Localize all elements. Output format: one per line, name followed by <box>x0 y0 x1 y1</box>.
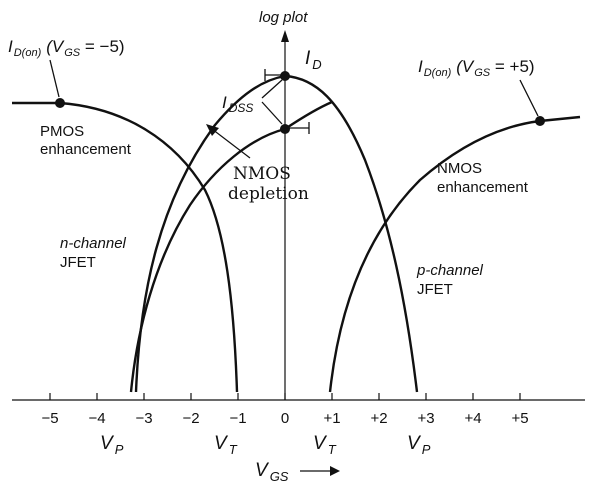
x-axis-title-arrowhead <box>330 466 340 476</box>
id-max-point <box>280 71 290 81</box>
p-channel-jfet-label: p-channel JFET <box>416 262 487 298</box>
id-error-bar <box>264 69 285 81</box>
id-on-pos-pointer <box>519 79 539 117</box>
idss-point <box>280 124 290 134</box>
x-tick-label: +2 <box>370 410 387 427</box>
nmos-enhancement-label: NMOS enhancement <box>437 160 529 196</box>
id-on-neg-pointer <box>49 59 60 98</box>
idss-pointer-upper <box>261 79 283 99</box>
id-on-neg-label: ID(on)(VGS = −5) <box>8 37 125 59</box>
pmos-label: PMOS enhancement <box>40 123 132 158</box>
id-on-pos-label: ID(on)(VGS = +5) <box>418 57 535 79</box>
x-tick-label: +4 <box>464 410 481 427</box>
x-tick-labels: −5 −4 −3 −2 −1 0 +1 +2 +3 +4 +5 <box>41 410 528 427</box>
x-tick-label: +5 <box>511 410 528 427</box>
id-on-pos-point <box>535 116 545 126</box>
nmos-depletion-curve <box>129 100 333 393</box>
id-on-neg-point <box>55 98 65 108</box>
nmos-enhancement-curve <box>328 115 581 393</box>
x-tick-label: −4 <box>88 410 105 427</box>
nmos-depletion-label: NMOS depletion <box>228 164 309 204</box>
pmos-enhancement-curve <box>12 101 239 393</box>
x-tick-label: +3 <box>417 410 434 427</box>
idss-pointer-lower <box>261 101 283 125</box>
x-tick-label: −2 <box>182 410 199 427</box>
x-tick-label: +1 <box>323 410 340 427</box>
y-axis-title: log plot <box>259 9 308 26</box>
idss-error-bar <box>285 122 310 134</box>
nmos-depletion-pointer <box>211 128 251 159</box>
n-channel-jfet-label: n-channel JFET <box>60 235 130 271</box>
x-axis-ticks <box>49 393 521 400</box>
x-tick-label: −5 <box>41 410 58 427</box>
vertical-axis-arrowhead <box>281 30 289 42</box>
nmos-depletion-pointer-arrowhead <box>206 124 219 136</box>
x-tick-label: −3 <box>135 410 152 427</box>
x-tick-label: −1 <box>229 410 246 427</box>
x-tick-label: 0 <box>281 410 289 427</box>
n-channel-jfet-curve <box>134 74 419 393</box>
